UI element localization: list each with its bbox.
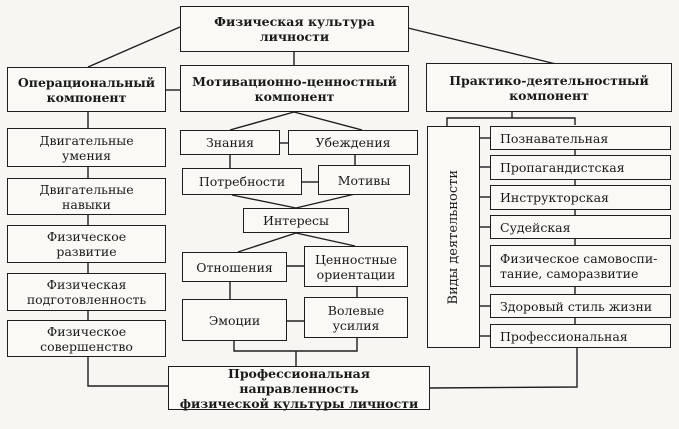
motives-node: Мотивы [318,165,410,195]
interests-node: Интересы [243,208,349,233]
item-line1: Двигательные [39,132,134,148]
knowledge-label: Знания [205,135,255,150]
activity-item: Познавательная [490,126,671,150]
motivational-line2: компонент [254,88,335,104]
emotions-node: Эмоции [182,299,287,341]
activity-item: Инструкторская [490,185,671,210]
item-line1: Двигательные [39,181,134,197]
item-line2: совершенство [40,338,133,354]
activity-types-label: Виды деятельности [446,169,461,305]
volitional-line1: Волевые [327,302,385,318]
activity-label: Пропагандистская [500,160,625,175]
needs-node: Потребности [182,168,302,195]
activity-item: Профессиональная [490,324,671,348]
root-line2: личности [259,29,330,44]
activity-label: Профессиональная [500,328,628,344]
connector-root-practical [407,27,557,65]
connector-operational-result [87,357,170,387]
knowledge-node: Знания [180,130,280,155]
item-line1: Физическая [46,277,127,292]
connector-root-operational [87,26,181,68]
result-line2: физической культуры личности [179,395,419,411]
motives-label: Мотивы [337,172,391,188]
attitudes-node: Отношения [182,252,287,282]
result-line1: Профессиональная направленность [228,365,370,396]
operational-line2: компонент [46,89,127,105]
activity-types-node: Виды деятельности [427,126,480,348]
value-orientations-line1: Ценностные [314,251,398,267]
emotions-label: Эмоции [208,312,261,328]
attitudes-label: Отношения [196,259,273,275]
beliefs-label: Убеждения [315,135,391,150]
activity-item: Судейская [490,215,671,239]
activity-label: Здоровый стиль жизни [500,298,653,314]
activity-label: Судейская [500,219,571,235]
practical-line2: компонент [509,87,589,103]
activity-label-line2: тание, саморазвитие [500,266,639,281]
volitional-line2: усилия [332,317,380,333]
root-line1: Физическая культура [214,14,375,29]
item-line2: умения [61,147,112,163]
activity-item: Здоровый стиль жизни [490,294,671,318]
activity-item: Пропагандистская [490,155,671,180]
item-line1: Физическое [46,323,127,339]
activity-label: Инструкторская [500,190,609,205]
operational-line1: Операциональный [17,74,156,90]
connector-practical-result [429,348,578,389]
needs-label: Потребности [198,174,286,189]
item-line2: навыки [62,196,111,212]
practical-line1: Практико-деятельностный [449,72,649,88]
item-line2: подготовленность [26,292,147,307]
value-orientations-line2: ориентации [316,266,396,282]
activity-item: Физическое самовоспи-тание, саморазвитие [490,245,671,287]
activity-label-line1: Физическое самовоспи- [500,251,658,266]
beliefs-node: Убеждения [288,130,418,155]
item-line1: Физическое [46,229,127,244]
activity-label: Познавательная [500,130,609,146]
interests-label: Интересы [263,213,329,228]
item-line2: развитие [56,244,117,259]
motivational-line1: Мотивационно-ценностный [192,73,397,89]
